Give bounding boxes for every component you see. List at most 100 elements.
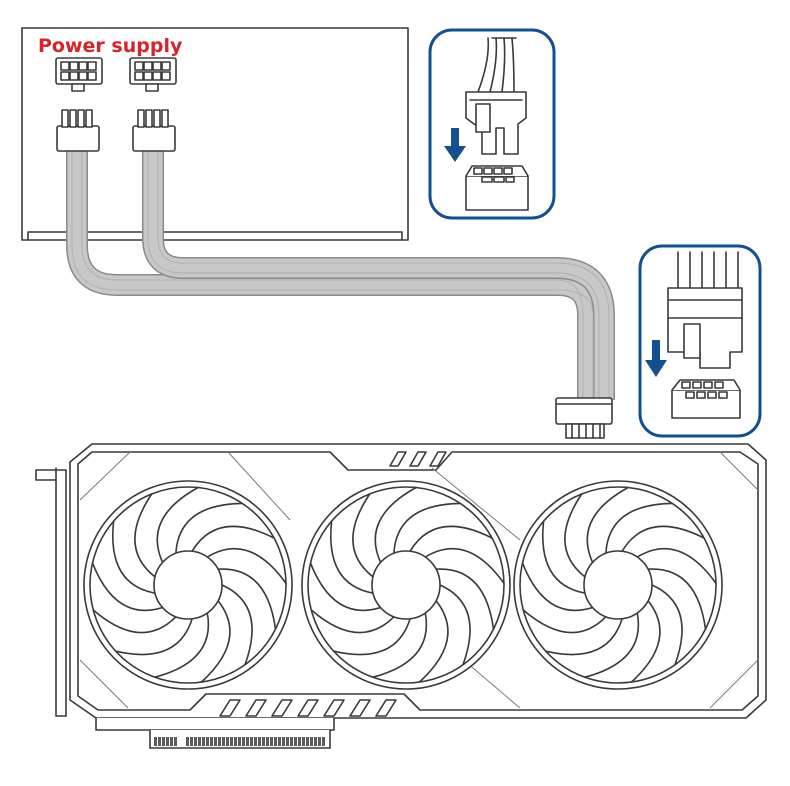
pcie-pin — [318, 737, 321, 746]
pcie-pin — [162, 737, 165, 746]
fan-blade — [564, 493, 586, 578]
power-cable — [66, 150, 615, 400]
pcie-pin — [314, 737, 317, 746]
pcie-pin — [158, 737, 161, 746]
cooling-fan-icon — [513, 480, 723, 690]
gpu-side-plug — [555, 397, 613, 439]
pcie-pin — [250, 737, 253, 746]
pcie-pin — [170, 737, 173, 746]
pcie-pin — [262, 737, 265, 746]
pcie-pin — [230, 737, 233, 746]
fan-blade — [651, 584, 683, 666]
cooling-fan-icon — [83, 480, 293, 690]
pcie-pin — [218, 737, 221, 746]
pcie-pin — [294, 737, 297, 746]
cable-plug-2 — [132, 109, 176, 152]
fan-blade — [418, 600, 449, 683]
cable-plug-1 — [56, 109, 100, 152]
fan-blade — [521, 562, 594, 612]
pcie-pin — [234, 737, 237, 746]
fan-blade — [435, 568, 495, 630]
pcie-pins — [154, 737, 325, 746]
graphics-card — [35, 443, 767, 749]
insert-arrow-icon — [645, 340, 667, 377]
fan-blade — [221, 584, 253, 666]
cooling-fan-icon — [301, 480, 511, 690]
power-supply-unit: Power supply — [21, 27, 409, 241]
pcie-pin — [198, 737, 201, 746]
fan-blade — [542, 520, 586, 594]
fan-blade — [206, 547, 287, 585]
pcie-pin — [210, 737, 213, 746]
fan-blade — [374, 486, 417, 564]
fan-blade — [636, 547, 717, 585]
pcie-pin — [238, 737, 241, 746]
fan-blade — [372, 612, 428, 678]
pcb-edge — [95, 718, 335, 731]
pcie-pin — [190, 737, 193, 746]
fan-blade — [522, 609, 607, 634]
fan-blade — [309, 562, 382, 612]
fan-blade — [191, 525, 275, 552]
fan-blade — [352, 493, 374, 578]
pcie-pin — [154, 737, 157, 746]
fan-blade — [330, 520, 374, 594]
fan-blade — [393, 502, 462, 554]
pcie-pin — [278, 737, 281, 746]
pcie-pin — [310, 737, 313, 746]
pcie-pin — [206, 737, 209, 746]
fan-blade — [112, 520, 156, 594]
pcie-pin — [194, 737, 197, 746]
pcie-pin — [226, 737, 229, 746]
fan-blade — [156, 486, 199, 564]
fan-blade — [217, 568, 277, 630]
fan-blade — [584, 612, 640, 678]
pcie-pin — [222, 737, 225, 746]
fan-blade — [586, 486, 629, 564]
fan-blade — [424, 547, 505, 585]
fan-hub — [153, 550, 223, 620]
fan-blade — [647, 568, 707, 630]
fan-blade — [630, 600, 661, 683]
pcie-pin — [242, 737, 245, 746]
fan-blade — [175, 502, 244, 554]
fan-blade — [200, 600, 231, 683]
pci-bracket — [35, 469, 67, 717]
psu-label: Power supply — [38, 35, 183, 57]
pcie-pin — [274, 737, 277, 746]
fan-blade — [91, 562, 164, 612]
fan-blade — [310, 609, 395, 634]
pcie-pin — [282, 737, 285, 746]
fan-blade — [605, 502, 674, 554]
psu-socket-2 — [129, 57, 177, 92]
pcie-pin — [302, 737, 305, 746]
callout-psu-connection — [428, 28, 556, 220]
fan-hub — [371, 550, 441, 620]
pcie-pin — [202, 737, 205, 746]
pcie-pin — [214, 737, 217, 746]
pcie-pin — [258, 737, 261, 746]
insert-arrow-icon — [444, 128, 466, 162]
fan-blade — [439, 584, 471, 666]
pcie-pin — [254, 737, 257, 746]
pcie-pin — [166, 737, 169, 746]
fan-blade — [544, 618, 623, 656]
callout-gpu-connection — [638, 244, 762, 438]
top-vents — [389, 451, 447, 467]
pcie-pin — [174, 737, 177, 746]
fan-hub — [583, 550, 653, 620]
pcie-pin — [286, 737, 289, 746]
fan-blade — [621, 525, 705, 552]
pcie-pin — [306, 737, 309, 746]
fan-blade — [409, 525, 493, 552]
pcie-pin — [186, 737, 189, 746]
fan-blade — [114, 618, 193, 656]
fan-blade — [92, 609, 177, 634]
pcie-pin — [290, 737, 293, 746]
psu-socket-1 — [55, 57, 103, 92]
fan-blade — [154, 612, 210, 678]
pcie-pin — [298, 737, 301, 746]
fan-blade — [134, 493, 156, 578]
bottom-vents — [219, 699, 397, 717]
